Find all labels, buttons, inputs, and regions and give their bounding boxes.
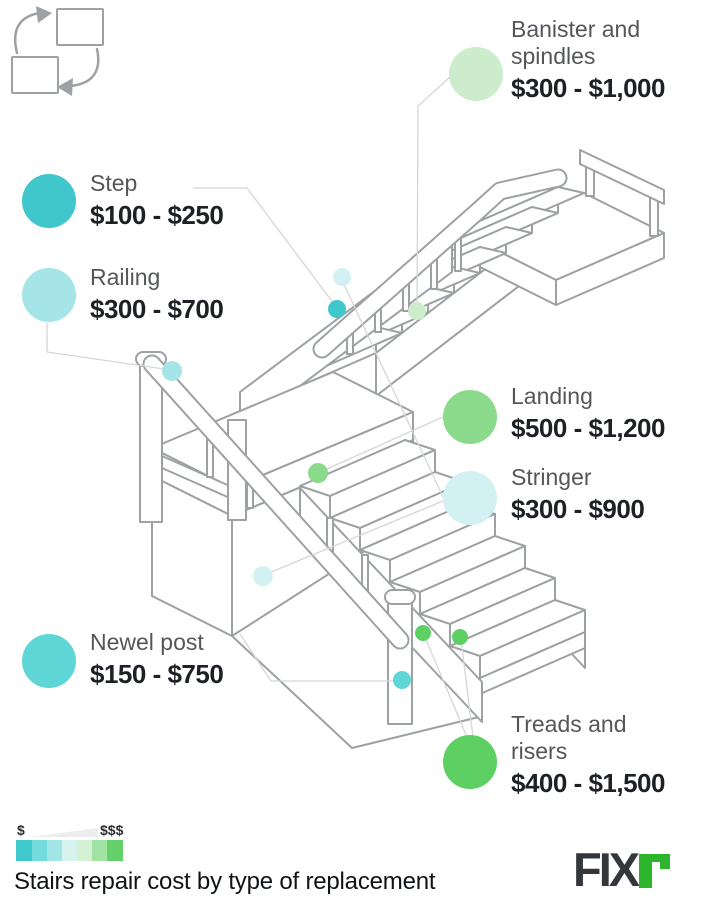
treads-circle <box>443 735 497 789</box>
callout-price: $150 - $750 <box>90 659 224 689</box>
banister-circle <box>449 47 503 101</box>
upper-flight <box>239 149 665 432</box>
railing-dot <box>162 361 182 381</box>
callout-railing: Railing $300 - $700 <box>90 264 224 324</box>
callout-price: $400 - $1,500 <box>511 768 665 798</box>
newel-dot <box>393 671 411 689</box>
callout-landing: Landing $500 - $1,200 <box>511 383 665 443</box>
logo-r-icon <box>639 854 671 888</box>
step-dot <box>328 300 346 318</box>
callout-circles <box>22 47 503 789</box>
legend-color-bar <box>16 840 123 861</box>
stringer-circle <box>443 471 497 525</box>
cost-legend: $ $$$ <box>16 822 136 861</box>
page-title: Stairs repair cost by type of replacemen… <box>14 868 436 895</box>
callout-price: $500 - $1,200 <box>511 413 665 443</box>
upper-handrail <box>312 168 568 359</box>
callout-label: Step <box>90 170 138 196</box>
landing-circle <box>443 390 497 444</box>
legend-wedge-icon <box>30 828 98 837</box>
legend-min-label: $ <box>17 822 25 838</box>
left-newel-post <box>139 361 163 523</box>
callout-label: Stringer <box>511 464 592 490</box>
callout-step: Step $100 - $250 <box>90 170 224 230</box>
callout-label: Railing <box>90 264 161 290</box>
banister-dot <box>408 302 426 320</box>
callout-label: Banister and spindles <box>511 16 641 69</box>
callout-banister: Banister and spindles $300 - $1,000 <box>511 16 683 103</box>
cycle-arrow-up-icon <box>14 11 42 55</box>
stringer-lower-dot <box>253 566 273 586</box>
step-circle <box>22 174 76 228</box>
callout-price: $300 - $700 <box>90 294 224 324</box>
legend-max-label: $$$ <box>100 822 124 838</box>
callout-treads: Treads and risers $400 - $1,500 <box>511 711 683 798</box>
fixr-logo: FIX <box>573 843 671 896</box>
callout-price: $100 - $250 <box>90 200 224 230</box>
callout-label: Newel post <box>90 629 204 655</box>
callout-price: $300 - $900 <box>511 494 645 524</box>
marker-dots <box>162 268 468 689</box>
landing-dot <box>308 463 328 483</box>
lower-handrail <box>142 354 410 650</box>
callout-lines <box>46 76 474 738</box>
callout-label: Treads and risers <box>511 711 627 764</box>
stringer-upper-dot <box>333 268 351 286</box>
replacement-icon <box>11 6 104 96</box>
callout-price: $300 - $1,000 <box>511 73 665 103</box>
newel-circle <box>22 634 76 688</box>
treads-dot-b <box>452 629 468 645</box>
logo-text: FIX <box>573 843 640 896</box>
callout-stringer: Stringer $300 - $900 <box>511 464 645 524</box>
treads-dot-a <box>415 625 431 641</box>
callout-label: Landing <box>511 383 593 409</box>
callout-newel: Newel post $150 - $750 <box>90 629 224 689</box>
railing-circle <box>22 268 76 322</box>
cycle-arrow-down-icon <box>68 47 100 88</box>
